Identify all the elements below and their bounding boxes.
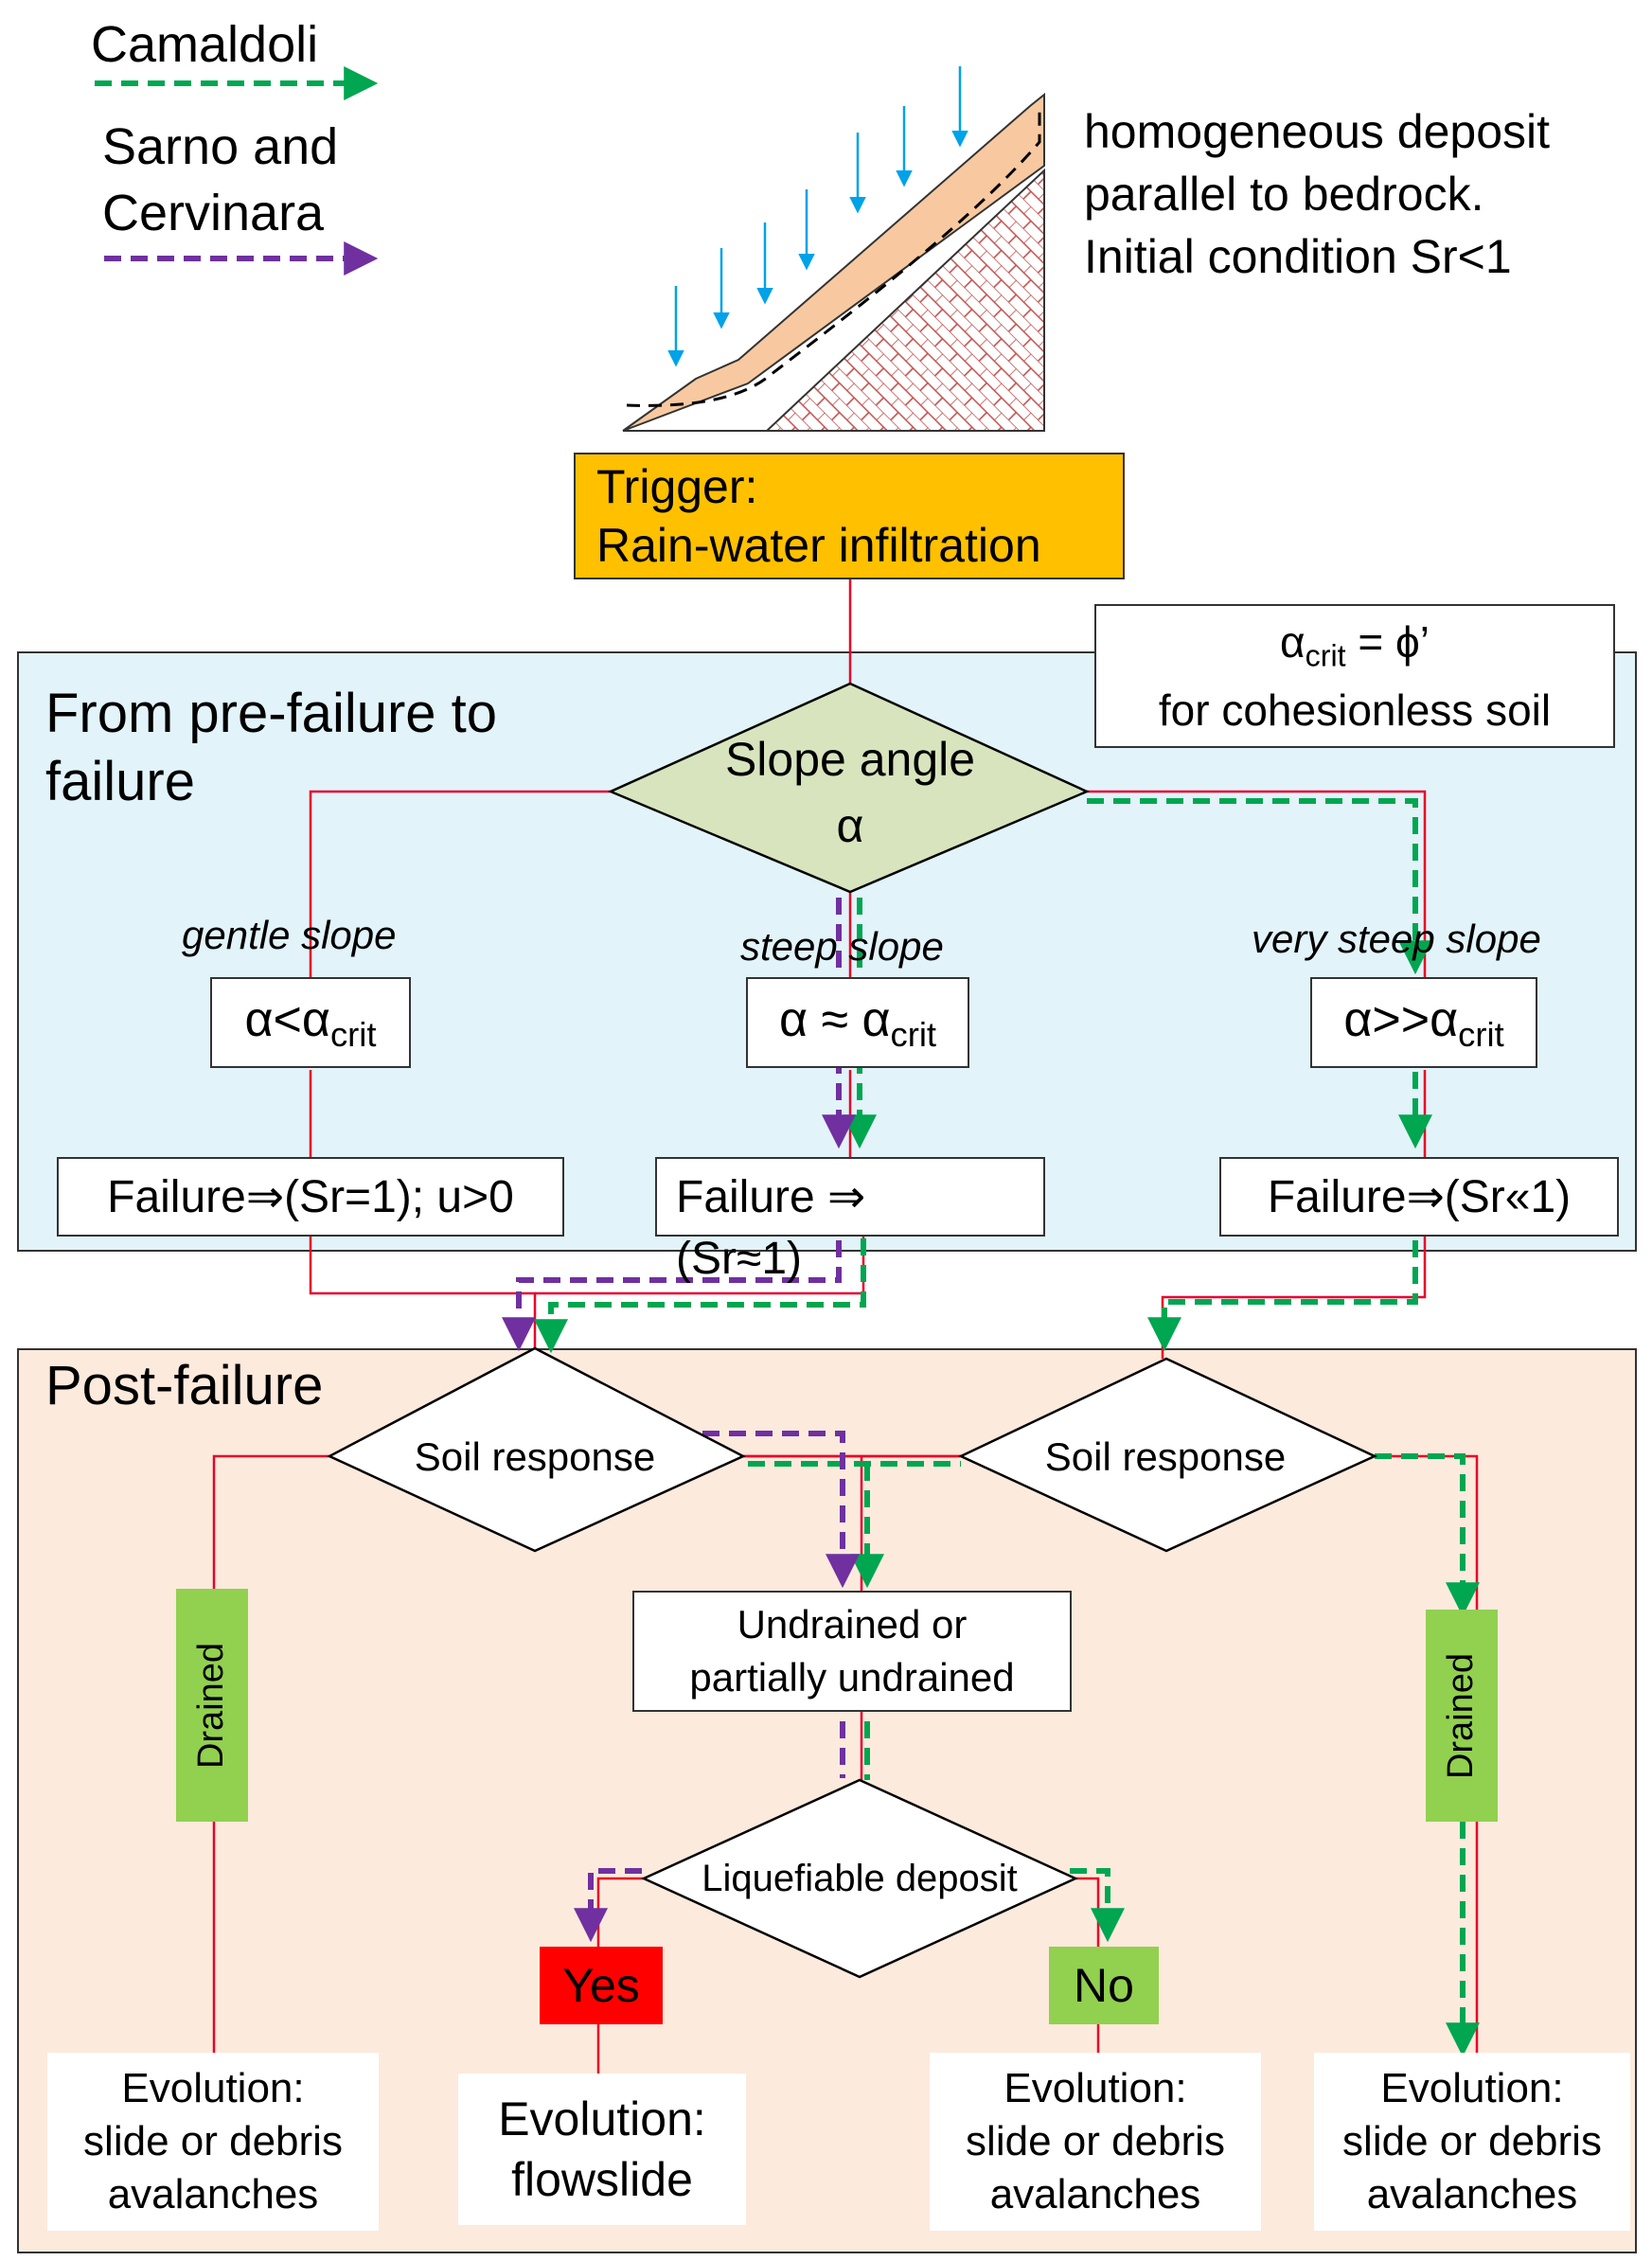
critical-angle-note: αcrit = ϕ’ for cohesionless soil [1094, 604, 1615, 748]
steep-slope-label: steep slope [740, 924, 944, 969]
steep-failure-box: Failure ⇒ [655, 1157, 1045, 1237]
drained-right-label: Drained [1441, 1652, 1482, 1779]
legend-camaldoli-label: Camaldoli [91, 16, 319, 73]
soil-response-right-diamond [958, 1357, 1377, 1553]
evolution-2-line1: Evolution: [498, 2092, 706, 2145]
trigger-description: Rain-water infiltration [596, 519, 1041, 572]
evolution-3-line3: avalanches [989, 2171, 1201, 2217]
critical-angle-formula: αcrit = ϕ’ [1280, 616, 1430, 673]
slope-angle-text: Slope angle α [663, 721, 1038, 863]
slope-description-line2: parallel to bedrock. [1084, 168, 1484, 221]
evolution-3-line2: slide or debris [966, 2118, 1225, 2164]
pre-failure-title: From pre-failure to failure [45, 680, 497, 816]
pre-failure-title-line1: From pre-failure to [45, 683, 498, 744]
evolution-4-line3: avalanches [1366, 2171, 1578, 2217]
liquefiable-diamond [640, 1778, 1079, 1979]
soil-response-left-diamond [327, 1346, 746, 1553]
evolution-3-line1: Evolution: [1004, 2065, 1187, 2111]
drained-left-label: Drained [191, 1642, 232, 1769]
steep-condition-box: α ≈ αcrit [746, 977, 969, 1068]
undrained-box: Undrained or partially undrained [632, 1591, 1072, 1712]
evolution-box-1: Evolution: slide or debris avalanches [47, 2053, 379, 2231]
no-box: No [1049, 1947, 1159, 2024]
yes-box: Yes [540, 1947, 663, 2024]
evolution-2-line2: flowslide [511, 2153, 693, 2206]
evolution-1-line1: Evolution: [121, 2065, 305, 2111]
post-failure-title: Post-failure [45, 1355, 324, 1416]
slope-illustration [622, 66, 1045, 432]
undrained-line2: partially undrained [689, 1655, 1015, 1700]
evolution-box-2: Evolution: flowslide [458, 2074, 746, 2225]
gentle-condition-box: α<αcrit [210, 977, 411, 1068]
slope-angle-label: Slope angle [724, 733, 976, 786]
evolution-box-4: Evolution: slide or debris avalanches [1314, 2053, 1630, 2231]
legend-sarno-label-line2: Cervinara [102, 185, 325, 241]
evolution-1-line3: avalanches [107, 2171, 319, 2217]
very-steep-failure-box: Failure⇒(Sr«1) [1219, 1157, 1619, 1237]
drained-left-box: Drained [176, 1589, 248, 1822]
legend-sarno-label-line1: Sarno and [102, 118, 339, 175]
soil-response-left-text: Soil response [414, 1434, 656, 1479]
slope-description-line3: Initial condition Sr<1 [1084, 230, 1512, 283]
undrained-line1: Undrained or [737, 1602, 968, 1647]
very-steep-condition-box: α>>αcrit [1310, 977, 1537, 1068]
trigger-box: Trigger: Rain-water infiltration [574, 453, 1125, 579]
soil-response-right-text: Soil response [1044, 1434, 1287, 1479]
steep-failure-saturation: (Sr≈1) [676, 1234, 803, 1284]
evolution-4-line1: Evolution: [1380, 2065, 1564, 2111]
steep-failure-text: Failure ⇒ [676, 1172, 866, 1222]
gentle-slope-label: gentle slope [182, 913, 397, 957]
evolution-1-line2: slide or debris [83, 2118, 343, 2164]
slope-description-line1: homogeneous deposit [1084, 105, 1551, 158]
critical-angle-condition: for cohesionless soil [1158, 685, 1552, 736]
evolution-4-line2: slide or debris [1342, 2118, 1602, 2164]
drained-right-box: Drained [1426, 1610, 1498, 1822]
very-steep-slope-label: very steep slope [1252, 917, 1541, 961]
gentle-failure-box: Failure⇒(Sr=1); u>0 [57, 1157, 564, 1237]
trigger-title: Trigger: [596, 460, 758, 513]
slope-angle-diamond [607, 682, 1091, 894]
slope-description: homogeneous deposit parallel to bedrock.… [1084, 100, 1550, 288]
evolution-box-3: Evolution: slide or debris avalanches [930, 2053, 1261, 2231]
pre-failure-title-line2: failure [45, 751, 195, 812]
liquefiable-text: Liquefiable deposit [702, 1857, 1018, 1899]
slope-angle-symbol: α [836, 799, 864, 852]
